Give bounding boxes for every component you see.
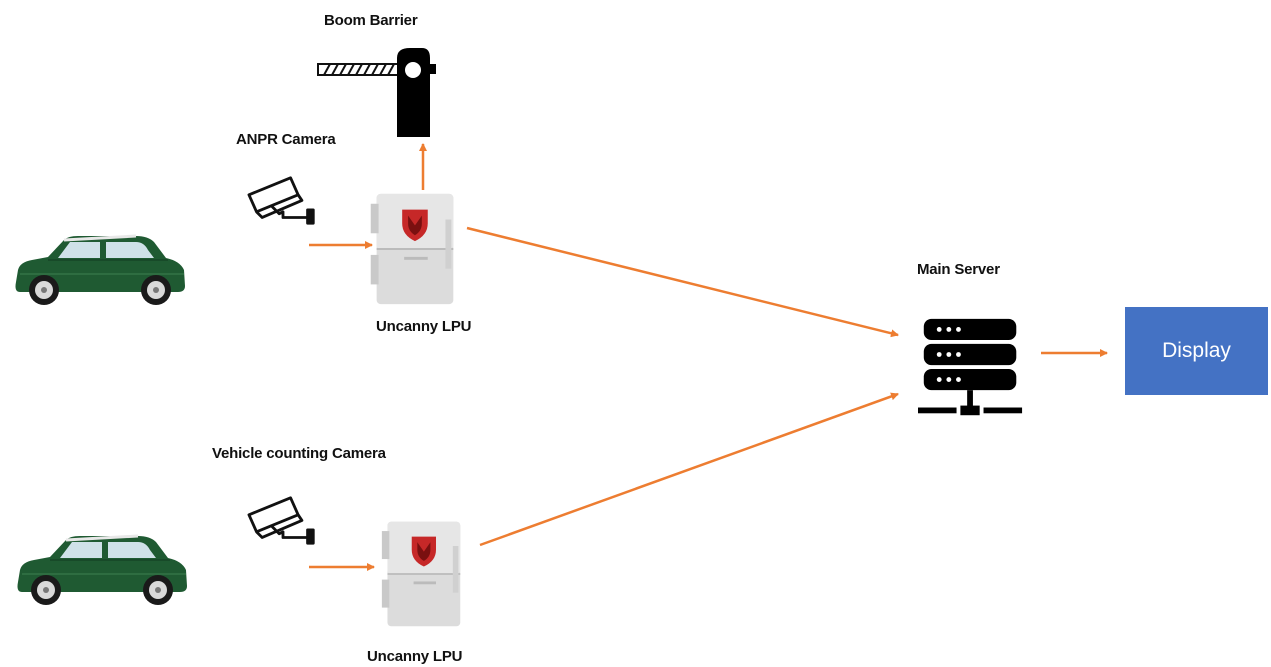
boom-barrier-icon bbox=[317, 48, 436, 137]
camera-icon bbox=[247, 176, 315, 225]
boom-barrier-label: Boom Barrier bbox=[324, 12, 418, 29]
lpu-device-icon bbox=[369, 192, 455, 306]
lpu-bottom-label: Uncanny LPU bbox=[367, 648, 463, 665]
display-box: Display bbox=[1125, 307, 1268, 395]
connectors bbox=[309, 143, 1108, 571]
camera-icon bbox=[247, 496, 315, 545]
lpu-top-label: Uncanny LPU bbox=[376, 318, 472, 335]
arrow-lpu-bottom-to-server bbox=[479, 392, 899, 547]
car-icon bbox=[14, 234, 187, 307]
vehicle-counting-camera-label: Vehicle counting Camera bbox=[212, 445, 386, 462]
server-icon bbox=[918, 318, 1023, 416]
display-label: Display bbox=[1162, 339, 1231, 362]
main-server-label: Main Server bbox=[917, 261, 1000, 278]
arrow-lpu-top-to-server bbox=[466, 226, 899, 338]
car-icon bbox=[16, 534, 189, 607]
lpu-device-icon bbox=[380, 520, 462, 628]
anpr-camera-label: ANPR Camera bbox=[236, 131, 336, 148]
